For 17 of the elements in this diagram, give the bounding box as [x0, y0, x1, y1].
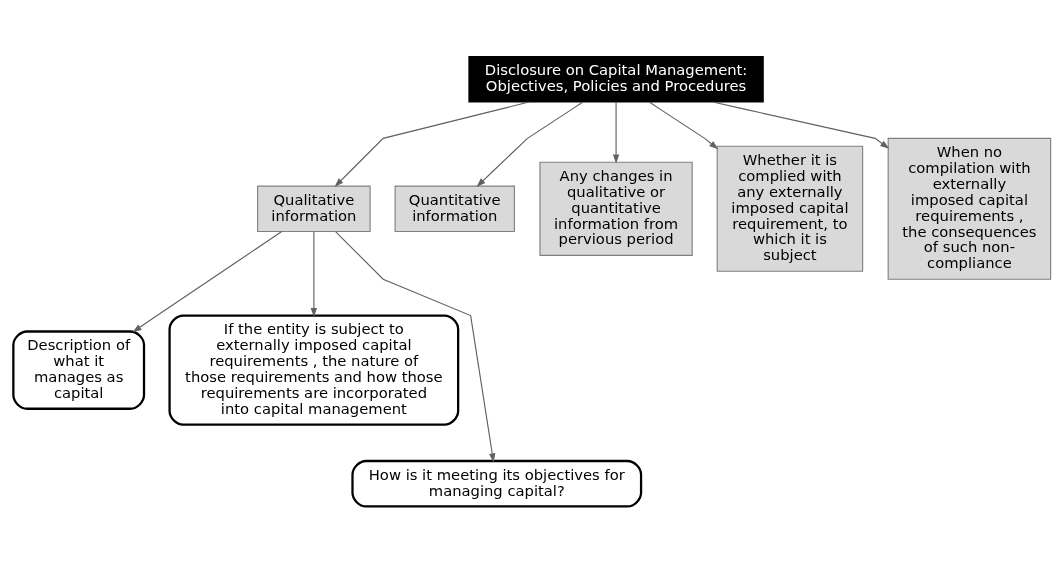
- node-box: Description of what it manages as capital: [12, 329, 146, 410]
- arrow: [612, 101, 620, 164]
- arrow: [712, 101, 890, 149]
- node-box: How is it meeting its objectives for managing capital?: [351, 459, 643, 508]
- node-box: Any changes in qualitative or quantitative information from pervious period: [539, 161, 693, 256]
- node-box: Quantitative information: [394, 185, 515, 232]
- arrow: [132, 230, 283, 332]
- node-box: If the entity is subject to externally imposed capital requirements , the nature of those requirements and how those requirements are incorporated into capital management: [168, 313, 460, 426]
- arrow: [310, 230, 318, 317]
- arrow: [335, 230, 496, 462]
- arrow: [649, 101, 719, 149]
- node-box: Whether it is complied with any externally imposed capital requirement, to which it is subject: [716, 145, 864, 272]
- node-box: When no compilation with externally imposed capital requirements , the consequences of such non-compliance: [887, 137, 1052, 280]
- node-box: Qualitative information: [257, 185, 371, 232]
- arrow: [476, 101, 584, 187]
- arrow: [334, 101, 530, 187]
- node-box: Disclosure on Capital Management: Objectives, Policies and Procedures: [468, 55, 764, 103]
